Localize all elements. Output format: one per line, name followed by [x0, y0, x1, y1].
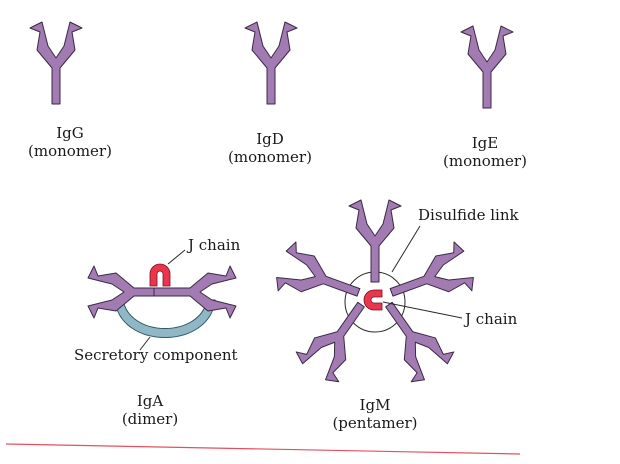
igm-type: (pentamer): [332, 414, 418, 432]
iga-j-chain-label: J chain: [188, 236, 241, 254]
igd-type: (monomer): [228, 148, 312, 166]
igg-type: (monomer): [28, 142, 112, 160]
igd-name: IgD: [256, 130, 284, 148]
igm-disulfide-pointer: [391, 225, 421, 273]
igg-monomer-shape: [29, 21, 83, 105]
igm-pentamer: [272, 199, 478, 388]
iga-j-chain-pointer: [167, 249, 186, 265]
iga-type: (dimer): [121, 410, 179, 428]
igg-name: IgG: [56, 124, 84, 142]
iga-secretory-component: [114, 299, 216, 338]
igm-j-chain: [363, 289, 383, 311]
iga-dimer: [87, 249, 237, 351]
iga-name: IgA: [136, 392, 164, 410]
iga-secretory-label: Secretory component: [74, 346, 238, 364]
ige-type: (monomer): [443, 152, 527, 170]
igm-j-chain-pointer: [382, 301, 463, 319]
ige-monomer-shape: [460, 25, 514, 109]
igd-monomer-shape: [244, 21, 298, 105]
igm-disulfide-label: Disulfide link: [418, 206, 519, 224]
igm-j-chain-label: J chain: [465, 310, 518, 328]
igm-antibody-upper-left: [272, 239, 368, 318]
igm-name: IgM: [359, 396, 391, 414]
iga-j-chain: [149, 263, 171, 287]
ige-name: IgE: [471, 134, 499, 152]
bottom-rule: [5, 443, 521, 455]
iga-secretory-pointer: [139, 336, 151, 351]
